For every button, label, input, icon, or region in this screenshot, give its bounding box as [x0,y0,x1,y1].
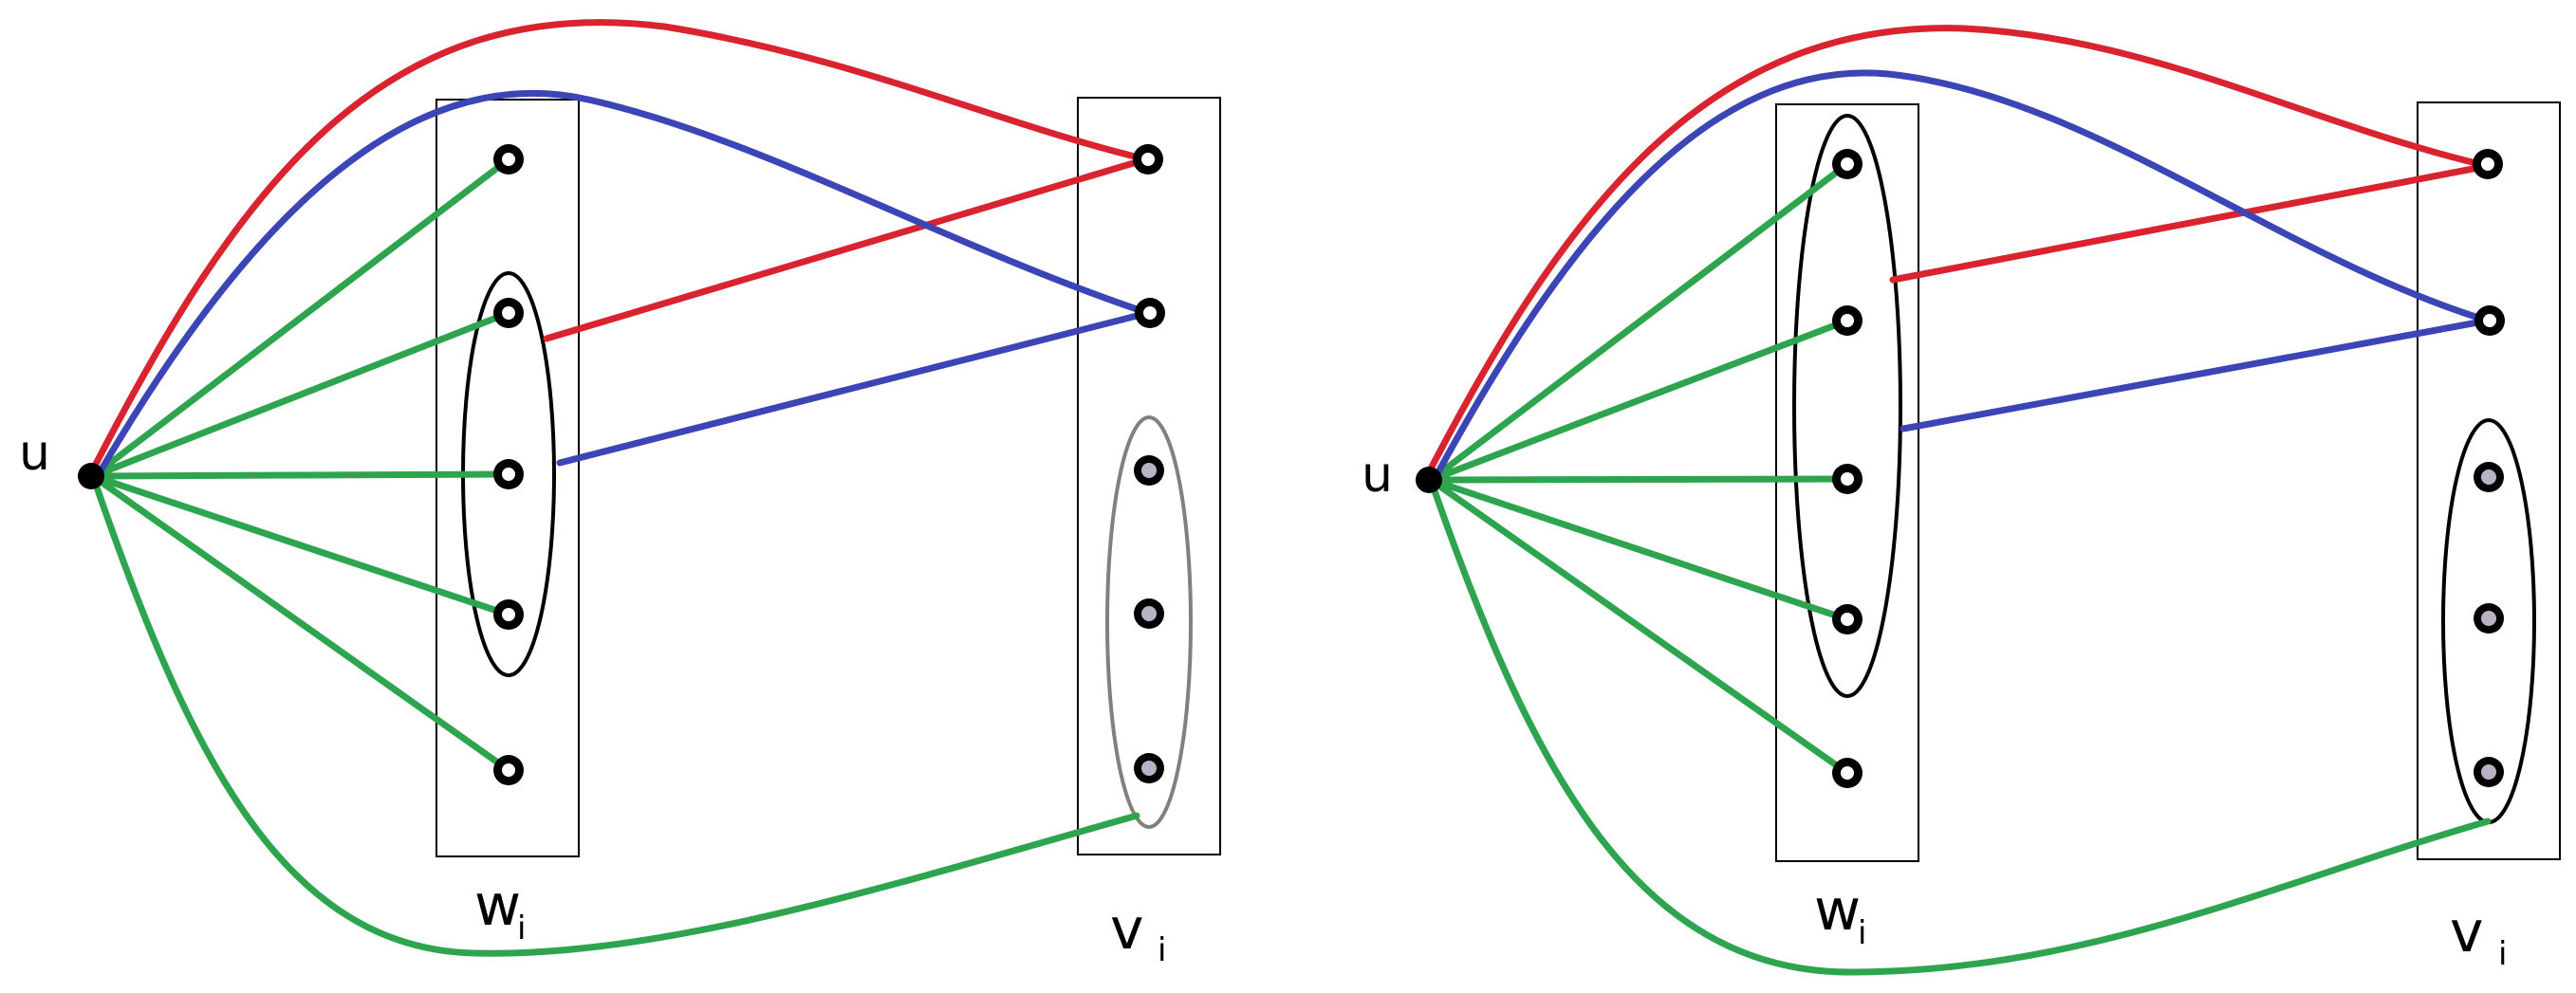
w-box-right [1775,103,1919,862]
edge-green-curve [1427,476,2492,976]
v-box-left [1077,97,1221,855]
vertex [1832,604,1863,634]
vertex [493,144,524,175]
right-panel: u w i v i [1362,25,2561,976]
label-u-right: u [1362,447,1393,504]
edge-green-curve [89,472,1140,957]
vertex [1133,144,1163,175]
edge-blue-curve [95,89,1152,478]
edge-green [1427,476,1851,623]
vertex [1832,758,1863,788]
left-panel: u w i v i [19,19,1221,969]
edge-red [1889,162,2492,284]
vertex [1134,598,1164,629]
edge-green [89,472,512,618]
edge-red-curve [89,19,1150,473]
edge-green [1427,475,1851,484]
vertex [1832,149,1863,179]
vertex [493,459,524,489]
label-w-sub-left: i [517,910,526,947]
label-w-sub-right: i [1858,914,1866,952]
vertex [493,755,524,785]
w-box-left [436,99,580,857]
vertex [493,298,524,328]
edge-green [1427,160,1851,484]
label-u-left: u [19,425,50,482]
vertex [1832,464,1863,494]
vertex-u-left [78,463,104,489]
w-vertices-left [493,144,524,785]
label-w-left: w [474,873,521,939]
vertex-u-right [1416,467,1442,493]
vertex [1134,455,1164,486]
label-v-sub-right: i [2498,935,2507,973]
label-v-sub-left: i [1158,931,1166,969]
edge-blue-curve [1431,69,2492,483]
v-vertices-left [1133,144,1165,783]
edge-green [89,472,512,774]
edge-red-curve [1424,25,2492,478]
v-vertices-right [2473,149,2505,787]
label-v-left: v [1110,896,1144,963]
vertex [1134,753,1164,783]
vertex [2473,149,2503,179]
edge-red [543,156,1150,342]
w-vertices-right [1832,149,1863,788]
w-group-ellipse-right [1792,114,1902,698]
edge-green [89,470,512,480]
edge-green [1427,476,1851,777]
vertex [2474,757,2504,787]
vertex [1135,298,1165,328]
vertex [493,599,524,630]
label-v-right: v [2450,899,2484,965]
vertex [1832,305,1863,336]
edge-green [89,309,512,480]
edge-blue [1900,317,2492,432]
edge-green [1427,317,1851,484]
label-w-right: w [1814,877,1861,944]
vertex [2474,305,2505,336]
v-group-ellipse-left [1105,415,1193,829]
edge-blue [556,309,1152,467]
edge-green [89,156,512,480]
vertex [2474,603,2504,634]
v-box-right [2417,101,2561,860]
vertex [2474,462,2504,492]
